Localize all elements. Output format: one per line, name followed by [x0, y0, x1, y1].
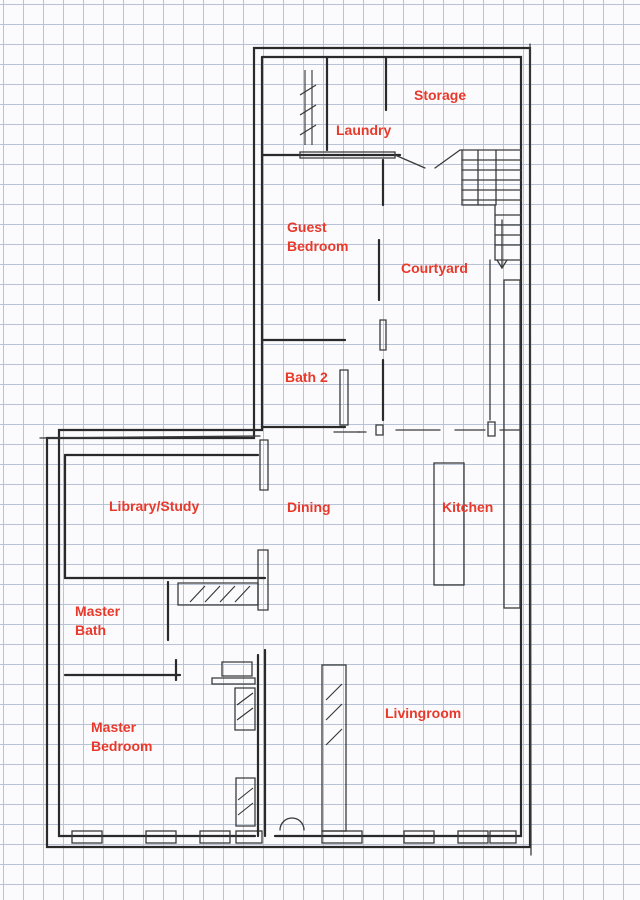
room-label-guest-bedroom: Guest Bedroom — [287, 219, 349, 254]
room-label-courtyard: Courtyard — [401, 260, 468, 276]
room-label-kitchen: Kitchen — [442, 499, 494, 515]
guest-bedroom-walls — [260, 158, 387, 422]
room-label-dining: Dining — [287, 499, 331, 515]
top-rooms-walls — [260, 55, 522, 169]
stairs — [461, 149, 522, 261]
door-swing-icon — [279, 817, 305, 831]
courtyard-boundary — [357, 259, 522, 437]
livingroom-fixture — [321, 664, 347, 832]
stair-arrow-icon — [496, 219, 508, 270]
bath-2-walls — [260, 369, 361, 433]
master-bedroom-walls — [211, 648, 267, 838]
room-label-storage: Storage — [414, 87, 467, 103]
outer-walls — [39, 43, 532, 856]
master-bath-walls — [63, 580, 259, 682]
kitchen-fixtures — [433, 279, 521, 609]
room-label-bath-2: Bath 2 — [285, 369, 328, 385]
library-walls — [63, 439, 269, 611]
room-label-laundry: Laundry — [336, 122, 392, 138]
room-label-library-study: Library/Study — [109, 498, 200, 514]
room-label-master-bedroom: Master Bedroom — [91, 719, 153, 754]
room-label-master-bath: Master Bath — [75, 603, 121, 638]
room-label-livingroom: Livingroom — [385, 705, 462, 721]
